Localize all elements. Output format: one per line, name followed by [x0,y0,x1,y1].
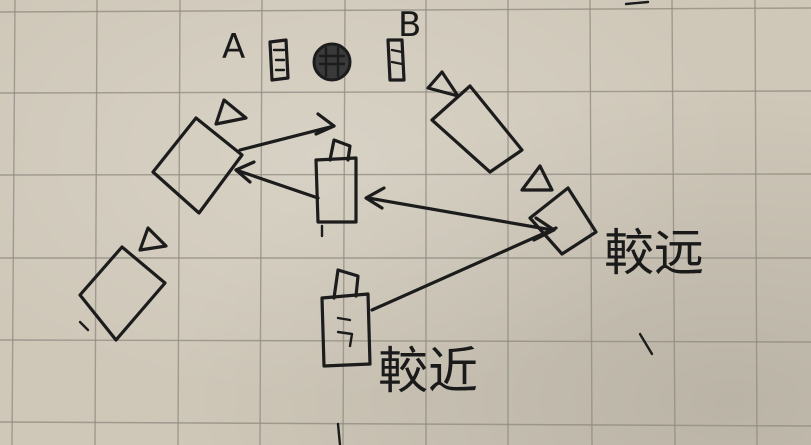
camera-lower-left-icon [78,226,168,342]
camera-a-icon [268,38,290,82]
label-b: B [398,5,421,45]
stray-mark [336,422,342,445]
connection-arrows [234,112,558,312]
camera-near-icon [320,268,372,368]
camera-upper-right-icon [426,70,524,174]
camera-b-icon [386,38,406,82]
label-near: 較近 [378,342,478,400]
stray-mark [624,0,650,6]
camera-upper-left-icon [151,98,248,215]
stray-mark [78,320,90,332]
label-a: A [222,27,245,67]
label-far: 較远 [604,224,704,282]
stray-mark [638,332,654,356]
target-object-icon [312,42,352,82]
camera-far-icon [520,164,598,256]
camera-center-icon [314,138,358,238]
